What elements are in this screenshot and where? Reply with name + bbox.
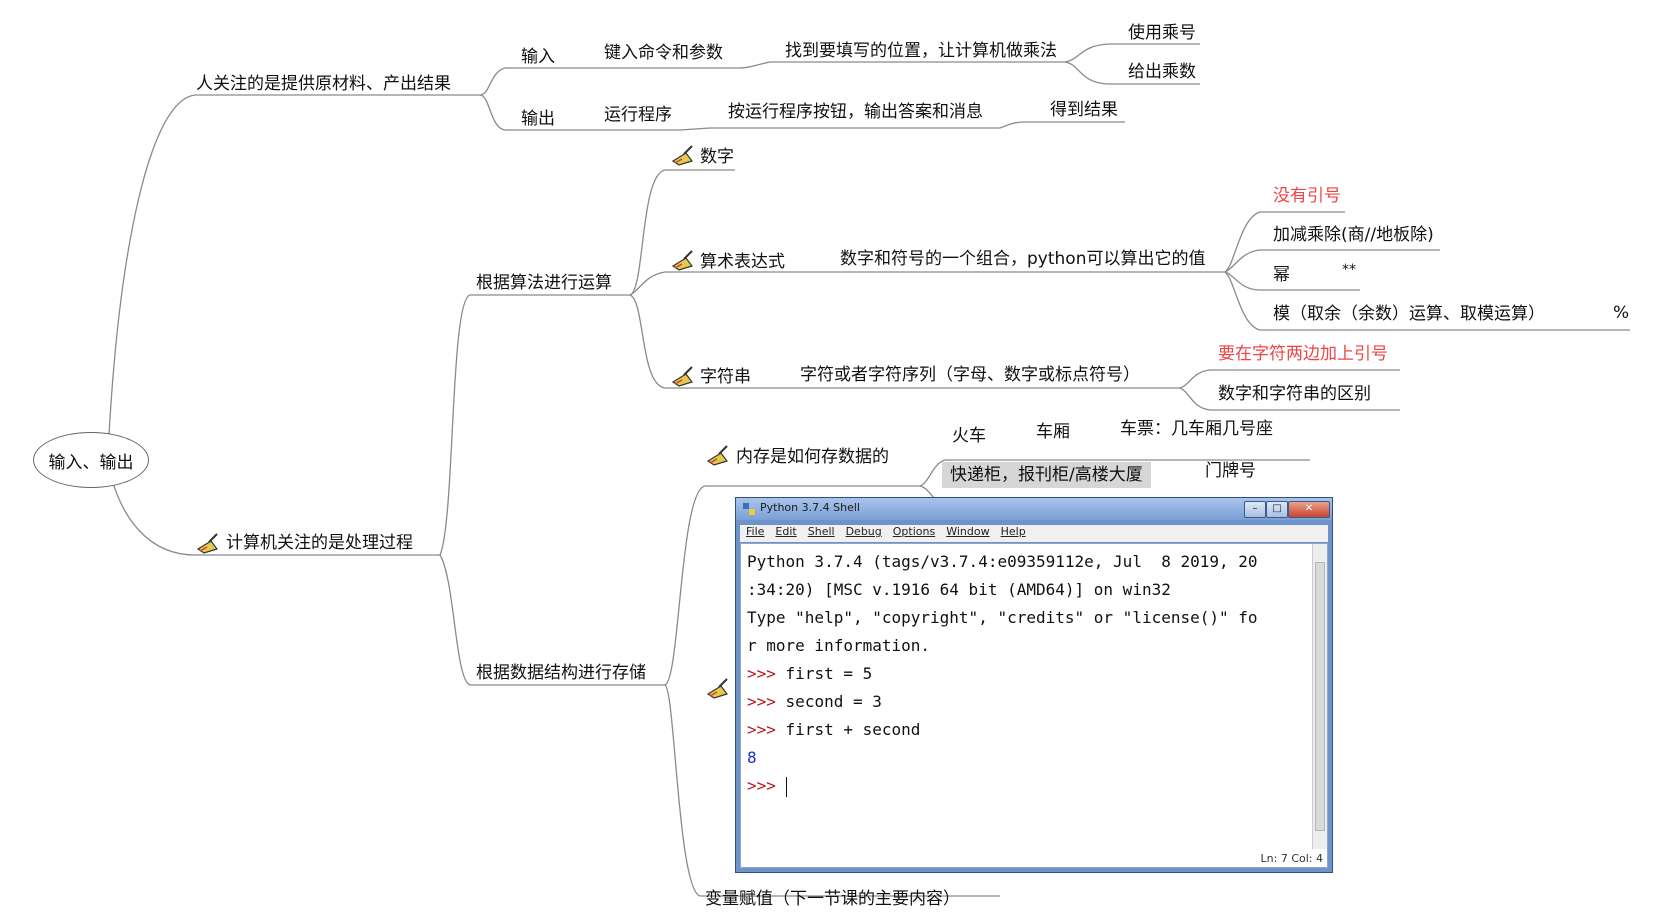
root-label: 输入、输出 xyxy=(48,452,134,473)
minimize-button[interactable]: – xyxy=(1244,501,1266,518)
node-number: 数字 xyxy=(700,147,734,167)
node-modulo: 模（取余（余数）运算、取模运算） xyxy=(1273,304,1545,324)
menu-shell[interactable]: Shell xyxy=(807,525,835,538)
maximize-button[interactable]: □ xyxy=(1266,501,1288,518)
command-line: >>> second = 3 xyxy=(747,688,1307,716)
menu-help[interactable]: Help xyxy=(1000,525,1026,538)
node-car: 车厢 xyxy=(1036,422,1070,442)
command-line: >>> first + second xyxy=(747,716,1307,744)
banner-line: Type "help", "copyright", "credits" or "… xyxy=(747,608,1258,627)
scrollbar-thumb[interactable] xyxy=(1315,562,1325,831)
modulo-symbol: % xyxy=(1613,303,1630,323)
menu-window[interactable]: Window xyxy=(946,525,990,538)
node-memory: 内存是如何存数据的 xyxy=(736,447,889,467)
menu-edit[interactable]: Edit xyxy=(775,525,797,538)
node-use-multiply: 使用乘号 xyxy=(1128,23,1196,43)
shell-title: Python 3.7.4 Shell xyxy=(760,501,860,514)
node-power: 幂 xyxy=(1273,265,1290,285)
power-symbol: ** xyxy=(1342,262,1356,278)
node-door-number: 门牌号 xyxy=(1205,461,1256,481)
vertical-scrollbar[interactable] xyxy=(1312,544,1327,849)
command-text: first + second xyxy=(785,720,921,739)
node-no-quotes: 没有引号 xyxy=(1273,186,1341,206)
input-line[interactable]: >>> xyxy=(747,772,1307,800)
banner-line: r more information. xyxy=(747,636,931,655)
node-storage: 根据数据结构进行存储 xyxy=(476,663,646,683)
node-add-quotes: 要在字符两边加上引号 xyxy=(1218,344,1388,364)
node-output-detail: 按运行程序按钮，输出答案和消息 xyxy=(728,102,983,122)
node-train: 火车 xyxy=(952,426,986,446)
menu-file[interactable]: File xyxy=(746,525,765,538)
prompt: >>> xyxy=(747,776,776,795)
node-string: 字符串 xyxy=(700,367,751,387)
node-type-command: 键入命令和参数 xyxy=(604,43,723,63)
cursor-position: Ln: 7 Col: 4 xyxy=(1260,852,1323,865)
menu-debug[interactable]: Debug xyxy=(845,525,882,538)
python-shell-window[interactable]: Python 3.7.4 Shell – □ ✕ File Edit Shell De… xyxy=(735,497,1333,873)
prompt: >>> xyxy=(747,664,776,683)
command-text: second = 3 xyxy=(785,692,882,711)
menu-options[interactable]: Options xyxy=(892,525,936,538)
node-get-result: 得到结果 xyxy=(1050,100,1118,120)
banner-line: Python 3.7.4 (tags/v3.7.4:e09359112e, Ju… xyxy=(747,552,1258,571)
shell-titlebar[interactable]: Python 3.7.4 Shell – □ ✕ xyxy=(736,498,1332,520)
node-human-focus: 人关注的是提供原材料、产出结果 xyxy=(196,74,451,94)
brush-icon xyxy=(196,533,218,554)
root-node[interactable]: 输入、输出 xyxy=(33,432,149,488)
brush-icon xyxy=(671,145,693,166)
text-caret xyxy=(785,776,787,797)
banner-line: :34:20) [MSC v.1916 64 bit (AMD64)] on w… xyxy=(747,580,1171,599)
command-line: >>> first = 5 xyxy=(747,660,1307,688)
brush-icon xyxy=(706,445,728,466)
node-run-program: 运行程序 xyxy=(604,105,672,125)
shell-editor[interactable]: Python 3.7.4 (tags/v3.7.4:e09359112e, Ju… xyxy=(740,543,1328,868)
result-line: 8 xyxy=(747,748,757,767)
brush-icon xyxy=(671,366,693,387)
node-input: 输入 xyxy=(521,47,555,67)
node-expression-detail: 数字和符号的一个组合，python可以算出它的值 xyxy=(840,249,1206,269)
python-icon xyxy=(743,503,755,515)
node-computer-focus: 计算机关注的是处理过程 xyxy=(226,533,413,553)
brush-icon xyxy=(671,250,693,271)
node-string-detail: 字符或者字符序列（字母、数字或标点符号） xyxy=(800,365,1140,385)
prompt: >>> xyxy=(747,692,776,711)
node-compute: 根据算法进行运算 xyxy=(476,273,612,293)
node-locker: 快递柜，报刊柜/高楼大厦 xyxy=(942,462,1151,488)
node-give-multiplier: 给出乘数 xyxy=(1128,62,1196,82)
close-button[interactable]: ✕ xyxy=(1288,501,1330,518)
command-text: first = 5 xyxy=(785,664,873,683)
prompt: >>> xyxy=(747,720,776,739)
shell-menubar: File Edit Shell Debug Options Window Help xyxy=(740,525,1328,542)
node-expression: 算术表达式 xyxy=(700,252,785,272)
node-input-detail: 找到要填写的位置，让计算机做乘法 xyxy=(785,41,1057,61)
node-ticket: 车票：几车厢几号座 xyxy=(1120,419,1273,439)
brush-icon xyxy=(706,678,728,699)
node-number-vs-string: 数字和字符串的区别 xyxy=(1218,384,1371,404)
node-assignment: 变量赋值（下一节课的主要内容） xyxy=(705,889,960,909)
node-arith-ops: 加减乘除(商//地板除) xyxy=(1273,225,1434,245)
shell-output: Python 3.7.4 (tags/v3.7.4:e09359112e, Ju… xyxy=(747,548,1307,800)
node-output: 输出 xyxy=(521,109,555,129)
